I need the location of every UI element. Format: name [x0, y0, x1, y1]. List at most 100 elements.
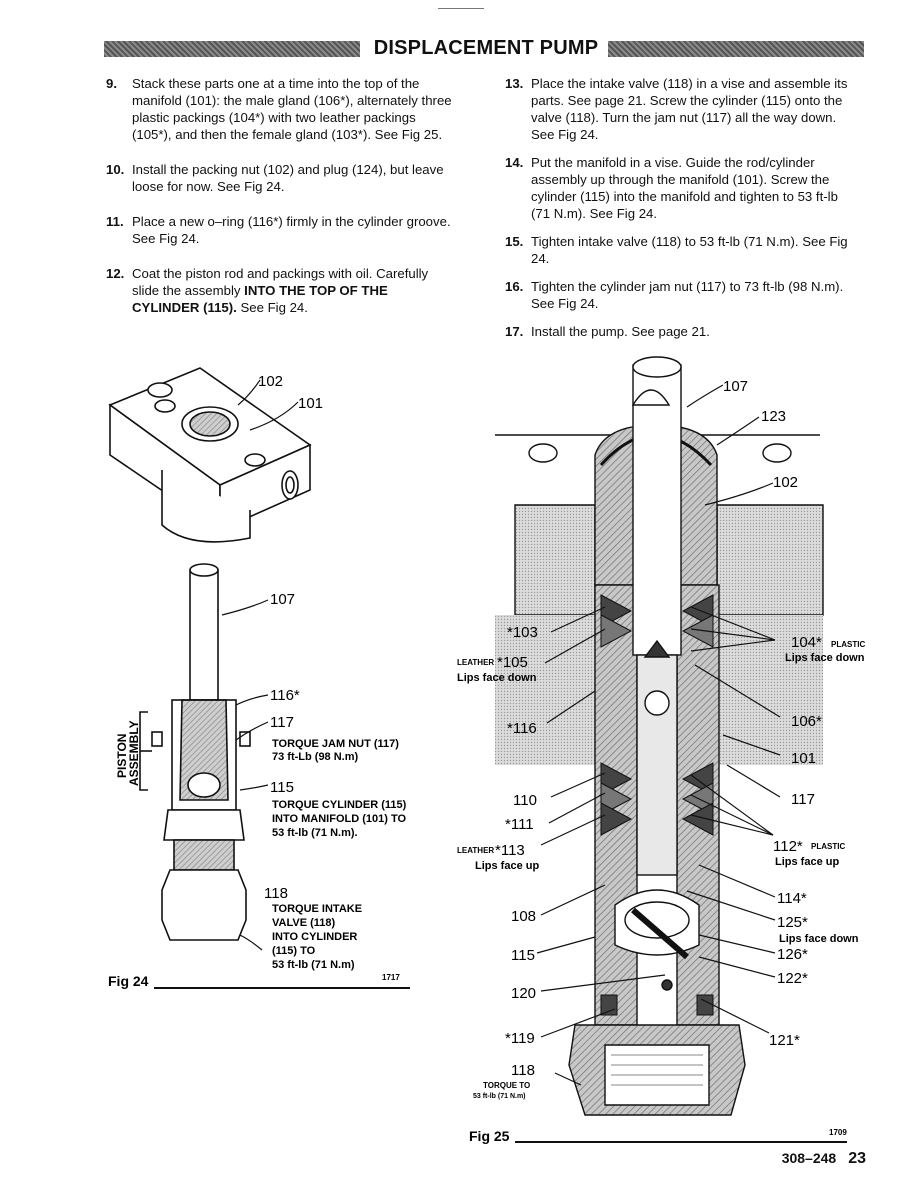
step-text: Place a new o–ring (116*) firmly in the …	[132, 214, 451, 246]
step-number: 16.	[505, 279, 524, 294]
step-text: Install the packing nut (102) and plug (…	[132, 162, 444, 194]
fig25-label-113-type: LEATHER	[457, 846, 494, 855]
fig25-label-111: *111	[505, 816, 534, 833]
top-rule	[438, 8, 484, 9]
note-jam-nut-2: 73 ft-Lb (98 N.m)	[272, 751, 359, 763]
step-10: 10. Install the packing nut (102) and plu…	[106, 161, 456, 195]
step-number: 13.	[505, 76, 524, 91]
fig25-label-118: 118	[511, 1062, 535, 1079]
step-text: Put the manifold in a vise. Guide the ro…	[531, 155, 838, 221]
rod-section	[614, 356, 700, 991]
figure-24: PISTON ASSEMBLY 102 101 107 116* 117 TOR…	[100, 360, 420, 1000]
note-jam-nut-1: TORQUE JAM NUT (117)	[272, 738, 399, 750]
step-text: Place the intake valve (118) in a vise a…	[531, 76, 848, 142]
piston-label: PISTON	[115, 734, 129, 778]
fig25-label-117: 117	[791, 791, 815, 808]
fig25-label-105-note: Lips face down	[457, 672, 537, 684]
label-117: 117	[270, 714, 294, 731]
step-number: 10.	[106, 162, 125, 177]
header-bar-right	[608, 41, 864, 57]
fig24-caption: Fig 24	[108, 973, 149, 989]
step-number: 14.	[505, 155, 524, 170]
manifold-drawing	[108, 367, 312, 543]
fig25-label-110: 110	[513, 792, 537, 809]
fig25-label-125: 125*	[777, 914, 808, 931]
step-number: 12.	[106, 266, 125, 281]
step-number: 9.	[106, 76, 117, 91]
step-17: 17.Install the pump. See page 21.	[505, 323, 855, 340]
page-number: 23	[848, 1150, 866, 1167]
fig25-label-101: 101	[791, 750, 816, 767]
packings	[600, 594, 714, 1016]
note-cylinder-3: 53 ft-lb (71 N.m).	[272, 827, 358, 839]
note-valve-5: 53 ft-lb (71 N.m)	[272, 959, 355, 971]
document-number: 308–248	[781, 1150, 837, 1166]
fig25-label-104-note: Lips face down	[785, 652, 865, 664]
step-text: See Fig 24.	[236, 300, 308, 315]
fig25-label-125-note: Lips face down	[779, 933, 859, 945]
steps-left-column: 9. Stack these parts one at a time into t…	[106, 75, 456, 327]
piston-assembly-bracket	[139, 711, 152, 791]
fig25-label-120: 120	[511, 985, 536, 1002]
step-text-emphasis: INTO THE TOP OF THE CYLINDER (115).	[132, 283, 388, 315]
step-text: Tighten the cylinder jam nut (117) to 73…	[531, 279, 844, 311]
fig25-torque-2: 53 ft-lb (71 N.m)	[473, 1093, 526, 1100]
note-cylinder-2: INTO MANIFOLD (101) TO	[272, 813, 406, 825]
fig25-label-112: 112*	[773, 838, 803, 855]
step-14: 14. Put the manifold in a vise. Guide the…	[505, 154, 855, 222]
label-107: 107	[270, 591, 295, 608]
fig25-label-102: 102	[773, 474, 798, 491]
figure-24-drawing: PISTON ASSEMBLY 102 101 107 116* 117 TOR…	[108, 367, 410, 989]
fig25-label-116: *116	[507, 720, 537, 737]
header-bar-left	[104, 41, 360, 57]
fig25-caption: Fig 25	[469, 1128, 510, 1144]
note-valve-4: (115) TO	[272, 945, 316, 957]
manifold-section	[495, 434, 824, 765]
fig25-label-112-type: PLASTIC	[811, 842, 845, 851]
step-number: 11.	[106, 214, 124, 229]
fig25-label-105-type: LEATHER	[457, 658, 494, 667]
step-15: 15. Tighten intake valve (118) to 53 ft-l…	[505, 233, 855, 267]
step-12: 12. Coat the piston rod and packings with…	[106, 265, 456, 316]
note-valve-1: TORQUE INTAKE	[272, 903, 362, 915]
fig25-label-108: 108	[511, 908, 536, 925]
fig25-leaders	[536, 384, 781, 1086]
steps-right-column: 13. Place the intake valve (118) in a vis…	[505, 75, 855, 351]
cylinder-section	[568, 584, 746, 1116]
note-cylinder-1: TORQUE CYLINDER (115)	[272, 799, 407, 811]
step-text: Tighten intake valve (118) to 53 ft-lb (…	[531, 234, 848, 266]
fig25-label-104-type: PLASTIC	[831, 640, 865, 649]
fig25-label-126: 126*	[777, 946, 808, 963]
label-118: 118	[264, 885, 288, 902]
step-number: 15.	[505, 234, 524, 249]
note-valve-2: VALVE (118)	[272, 917, 336, 929]
section-header: DISPLACEMENT PUMP	[104, 37, 864, 62]
fig25-label-115: 115	[511, 947, 535, 964]
step-11: 11. Place a new o–ring (116*) firmly in t…	[106, 213, 456, 247]
page-title: DISPLACEMENT PUMP	[373, 37, 599, 59]
fig25-label-123: 123	[761, 408, 786, 425]
step-text: Stack these parts one at a time into the…	[132, 76, 452, 142]
page-footer: 308–248 23	[782, 1150, 866, 1168]
fig24-code: 1717	[382, 973, 400, 982]
note-valve-3: INTO CYLINDER	[272, 931, 357, 943]
fig25-label-103: *103	[507, 624, 538, 641]
piston-rod-drawing	[151, 563, 251, 941]
fig25-label-104: 104*	[791, 634, 822, 651]
step-number: 17.	[505, 324, 524, 339]
fig25-label-113-note: Lips face up	[475, 860, 539, 872]
label-101: 101	[298, 395, 323, 412]
fig25-label-106: 106*	[791, 713, 822, 730]
fig25-label-119: *119	[505, 1030, 535, 1047]
step-9: 9. Stack these parts one at a time into t…	[106, 75, 456, 143]
fig25-label-114: 114*	[777, 890, 807, 907]
fig25-label-107: 107	[723, 378, 748, 395]
label-102: 102	[258, 373, 283, 390]
step-text: Coat the piston rod and packings with oi…	[132, 266, 429, 298]
figure-25: 107 123 102 *103 104* PLASTIC Lips face …	[455, 345, 875, 1145]
label-115: 115	[270, 779, 294, 796]
fig25-label-121: 121*	[769, 1032, 800, 1049]
step-16: 16. Tighten the cylinder jam nut (117) to…	[505, 278, 855, 312]
assembly-label: ASSEMBLY	[127, 720, 141, 786]
fig25-code: 1709	[829, 1128, 847, 1137]
